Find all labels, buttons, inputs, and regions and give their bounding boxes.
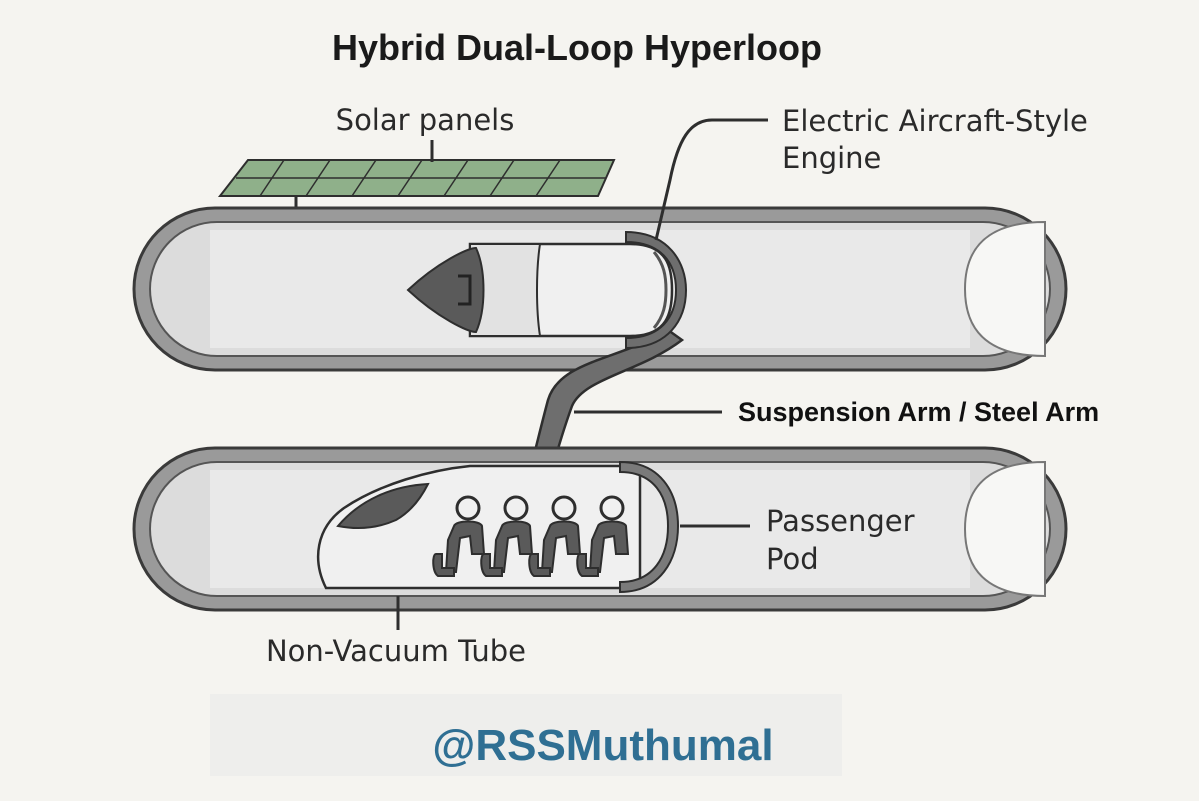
label-passenger-line2: Pod — [766, 542, 819, 576]
passenger — [528, 495, 582, 577]
passenger — [432, 495, 486, 577]
passenger — [480, 495, 534, 577]
label-tube: Non-Vacuum Tube — [266, 634, 526, 668]
label-solar-panels: Solar panels — [336, 103, 515, 137]
solar-panel-icon — [217, 159, 616, 210]
engine-icon — [406, 230, 688, 350]
label-engine-line1: Electric Aircraft-Style — [782, 104, 1088, 138]
passenger-icon — [432, 495, 630, 577]
passenger — [576, 495, 630, 577]
diagram-title: Hybrid Dual-Loop Hyperloop — [332, 27, 822, 68]
watermark-box — [210, 694, 842, 776]
label-suspension-arm: Suspension Arm / Steel Arm — [738, 397, 1099, 427]
label-engine-line2: Engine — [782, 141, 881, 175]
watermark: @RSSMuthumal — [432, 721, 773, 770]
label-passenger-line1: Passenger — [766, 504, 915, 538]
engine-leader-line — [654, 118, 768, 241]
